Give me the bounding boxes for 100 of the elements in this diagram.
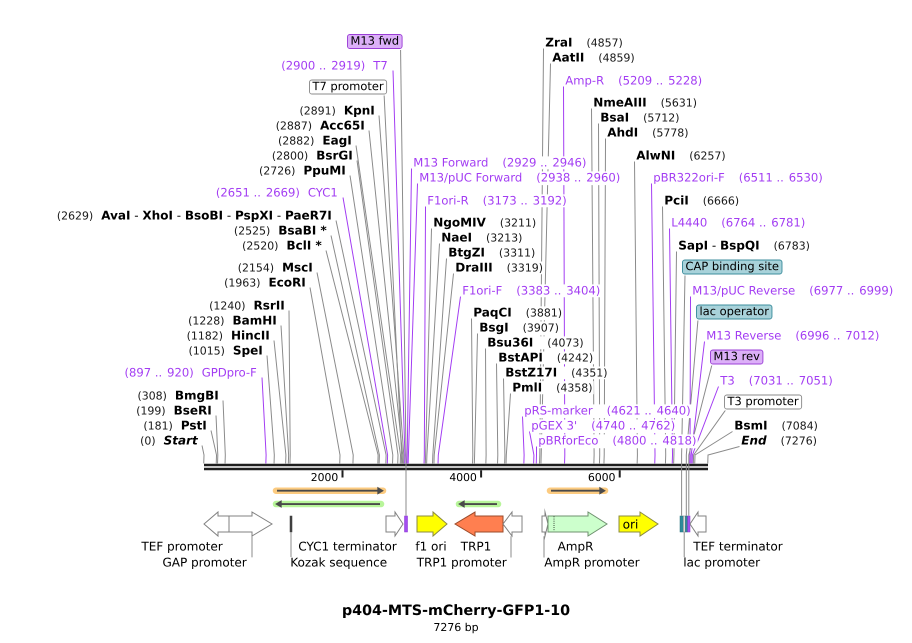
feature-label: TRP1 promoter	[416, 558, 507, 569]
restriction-site-label: (2520) BclI *	[243, 240, 322, 251]
leader-line	[433, 273, 454, 464]
feature-label: GAP promoter	[163, 558, 247, 569]
leader-line	[288, 310, 291, 464]
restriction-site-label: (2882) EagI	[278, 136, 351, 148]
leader-line	[496, 363, 498, 464]
feature-bar	[680, 516, 684, 532]
leader-line	[598, 123, 600, 464]
leader-line	[310, 287, 341, 464]
restriction-site-label: (2726) PpuMI	[260, 166, 345, 177]
leader-line	[603, 138, 606, 464]
leader-line	[222, 400, 226, 464]
feature-label: AmpR promoter	[544, 558, 640, 569]
leader-line	[368, 130, 404, 464]
primer-label: Amp-R (5209 .. 5228)	[565, 76, 702, 87]
feature-block	[502, 510, 522, 538]
leader-line	[536, 446, 537, 464]
sequence-backbone	[202, 464, 710, 470]
leader-line	[510, 536, 512, 558]
restriction-site-label: BsmI (7084)	[735, 420, 817, 431]
restriction-site-label: (1240) RsrII	[210, 300, 284, 311]
restriction-site-label: SapI - BspQI (6783)	[679, 240, 809, 252]
leader-line	[686, 318, 698, 516]
sequence-end-label: End (7276)	[742, 435, 816, 446]
restriction-site-label: BstZ17I (4351)	[506, 368, 607, 378]
primer-label: (897 .. 920) GPDpro-F	[125, 368, 256, 379]
leader-line	[438, 296, 461, 464]
leader-line	[506, 393, 511, 464]
leader-line	[692, 386, 719, 464]
restriction-site-label: BtgZI (3311)	[449, 248, 534, 260]
primer-label: (2651 .. 2669) CYC1	[216, 188, 337, 198]
primer-label: pRS-marker (4621 .. 4640)	[525, 406, 690, 417]
leader-line	[634, 161, 638, 464]
feature-label: lac promoter	[684, 557, 760, 569]
title: p404-MTS-mCherry-GFP1-10	[343, 604, 570, 618]
restriction-site-label: NaeI (3213)	[442, 232, 522, 243]
feature-tag: M13 rev	[710, 350, 764, 364]
scale-label: 4000	[450, 473, 476, 482]
feature-bar	[683, 516, 686, 532]
restriction-site-label: PaqCI (3881)	[474, 308, 562, 319]
restriction-site-label: (1015) SpeI	[190, 346, 262, 357]
restriction-site-label: (181) PstI	[144, 420, 206, 431]
leader-line	[326, 250, 379, 464]
leader-line	[503, 378, 506, 464]
leader-line	[342, 197, 388, 464]
restriction-site-label: BstAPI (4242)	[499, 352, 592, 363]
leader-line	[684, 532, 685, 558]
leader-line	[424, 206, 426, 464]
leader-line	[408, 183, 418, 464]
feature-label: TEF terminator	[693, 541, 783, 551]
leader-line	[392, 70, 406, 464]
restriction-site-label: (2891) KpnI	[300, 106, 374, 117]
leader-line	[474, 333, 478, 464]
leader-line	[216, 415, 218, 464]
sequence-end-label: (0) Start	[141, 436, 198, 446]
leader-line	[432, 258, 447, 464]
feature-label: f1 ori	[416, 541, 446, 551]
feature-block	[542, 508, 549, 540]
leader-line	[262, 377, 267, 464]
leader-line	[681, 274, 686, 516]
leader-line	[669, 228, 673, 464]
feature-tag: T7 promoter	[309, 80, 388, 94]
feature-tag: lac operator	[696, 304, 772, 320]
feature-label: ori	[623, 519, 638, 529]
restriction-site-label: AatII (4859)	[552, 52, 634, 63]
leader-line	[692, 408, 726, 464]
feature-label: TRP1	[460, 542, 490, 550]
primer-label: T3 (7031 .. 7051)	[720, 376, 832, 386]
leader-line	[690, 341, 705, 464]
restriction-site-label: (308) BmgBI	[138, 390, 218, 402]
leader-line	[539, 48, 544, 464]
primer-label: pBR322ori-F (6511 .. 6530)	[654, 172, 822, 184]
feature-label: TEF promoter	[141, 542, 223, 553]
primer-label: M13/pUC Forward (2938 .. 2960)	[420, 172, 620, 184]
leader-line	[290, 532, 292, 558]
primer-label: F1ori-F (3383 .. 3404)	[463, 286, 600, 296]
leader-line	[400, 48, 406, 516]
primer-label: M13 Forward (2929 .. 2946)	[414, 158, 586, 168]
leader-line	[662, 206, 666, 464]
restriction-site-label: AhdI (5778)	[607, 127, 688, 138]
leader-line	[694, 431, 733, 464]
leader-line	[529, 431, 534, 464]
restriction-site-label: (1963) EcoRI	[225, 278, 305, 288]
restriction-site-label: AlwNI (6257)	[636, 150, 725, 161]
leader-line	[378, 115, 404, 464]
restriction-site-label: (199) BseRI	[137, 406, 211, 416]
leader-line	[651, 183, 656, 464]
scale-label: 2000	[312, 473, 338, 482]
leader-line	[688, 364, 712, 516]
leader-line	[563, 86, 566, 464]
leader-line	[406, 168, 412, 464]
restriction-site-label: (1228) BamHI	[189, 316, 276, 326]
restriction-site-label: (2629) AvaI - XhoI - BsoBI - PspXI - PaeR7I	[58, 210, 331, 222]
leader-line	[707, 446, 740, 464]
leader-line	[689, 296, 691, 464]
restriction-site-label: (1182) HincII	[188, 330, 269, 341]
restriction-site-label: (2887) Acc65I	[276, 120, 364, 131]
leader-line	[384, 94, 402, 464]
restriction-site-label: ZraI (4857)	[546, 38, 622, 48]
